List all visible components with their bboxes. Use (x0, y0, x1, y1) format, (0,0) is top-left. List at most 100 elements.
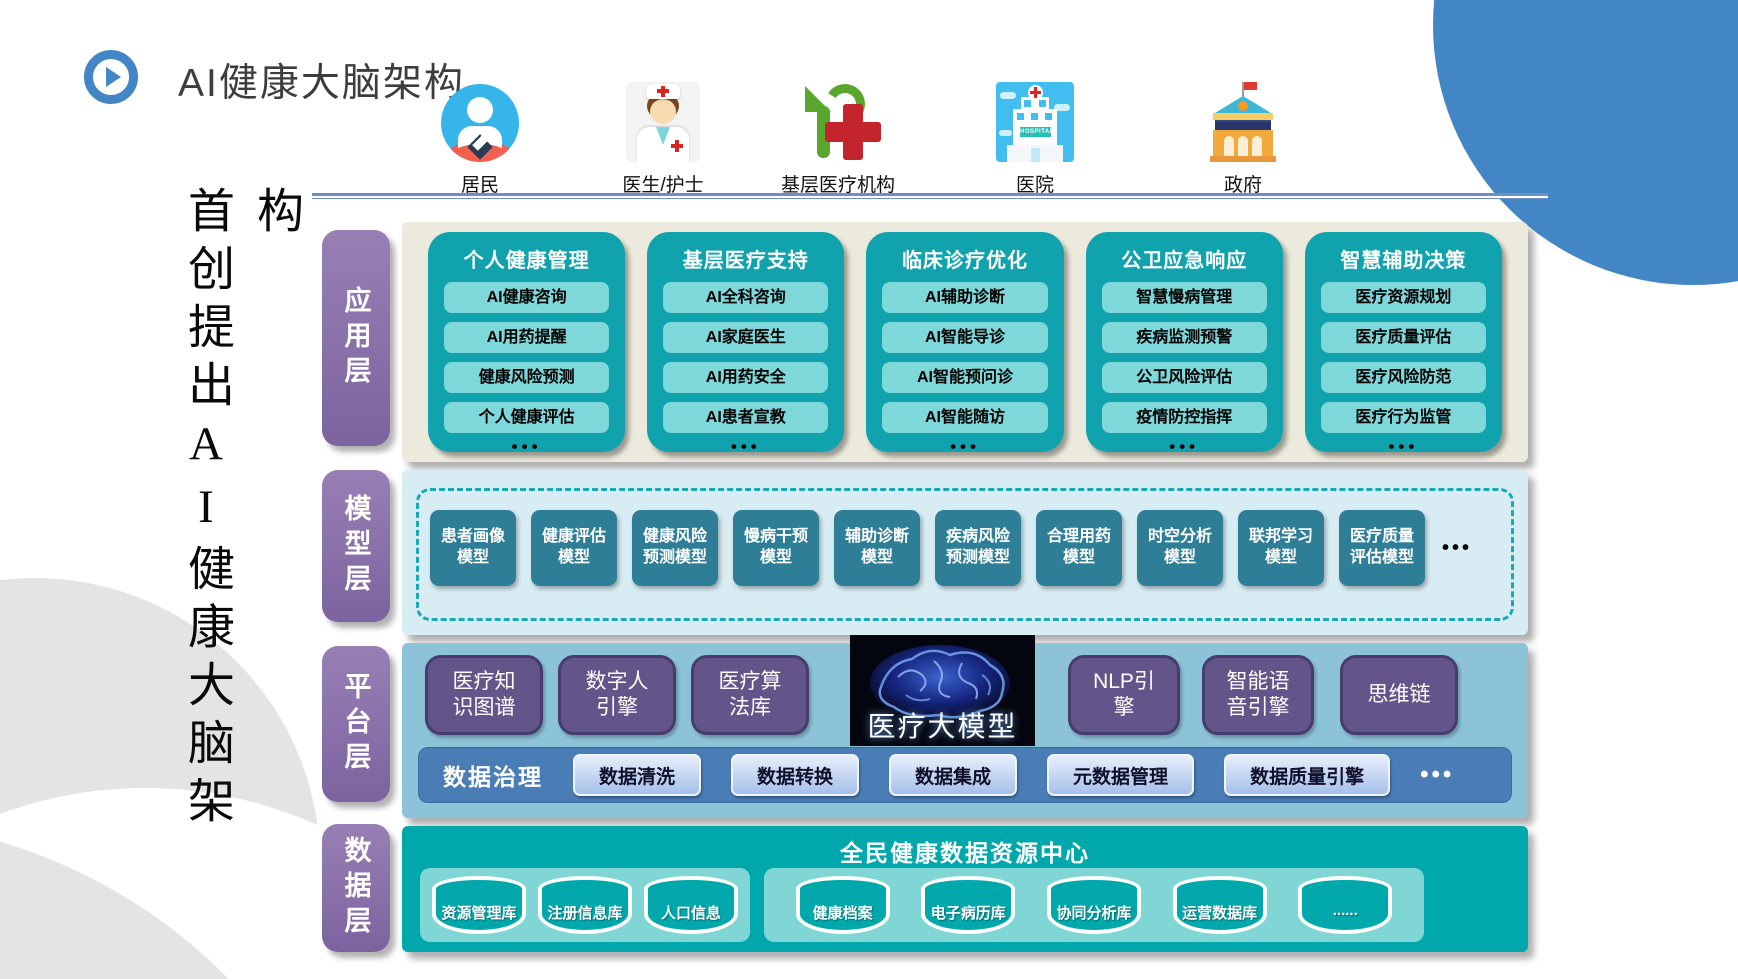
app-item: 医疗质量评估 (1320, 322, 1487, 353)
resident-avatar-icon (441, 84, 519, 162)
model-box: 联邦学习 模型 (1238, 510, 1324, 586)
data-governance-bar: 数据治理 数据清洗 数据转换 数据集成 元数据管理 数据质量引擎 ••• (418, 747, 1512, 803)
database-cylinder: ...... (1298, 876, 1393, 934)
data-center-title: 全民健康数据资源中心 (840, 840, 1090, 866)
database-cylinder: 人口信息 (644, 876, 738, 934)
database-group-2: 健康档案 电子病历库 协同分析库 运营数据库 ...... (764, 868, 1424, 942)
database-cylinder: 运营数据库 (1172, 876, 1267, 934)
database-cylinder: 注册信息库 (538, 876, 632, 934)
app-item: AI智能随访 (882, 402, 1048, 433)
hospital-sign-text: HOSPITAL (1020, 127, 1054, 137)
app-item: AI家庭医生 (663, 322, 829, 353)
model-box: 医疗质量 评估模型 (1339, 510, 1425, 586)
database-cylinder: 电子病历库 (921, 876, 1016, 934)
model-box: 健康风险 预测模型 (632, 510, 718, 586)
card-title: 智慧辅助决策 (1340, 250, 1467, 272)
ellipsis-dots: ••• (1442, 536, 1473, 559)
governance-label: 数据治理 (443, 764, 543, 790)
model-box: 慢病干预 模型 (733, 510, 819, 586)
actor-government: 政府 (1178, 82, 1308, 197)
model-dashed-border (416, 488, 1514, 621)
layer-label-model: 模型层 (322, 470, 390, 622)
layer-label-application: 应用层 (322, 230, 390, 446)
model-box: 合理用药 模型 (1036, 510, 1122, 586)
model-box: 患者画像 模型 (430, 510, 516, 586)
actor-label: 医生/护士 (622, 175, 704, 196)
app-item: AI智能导诊 (882, 322, 1048, 353)
actor-resident: 居民 (415, 82, 545, 197)
layer-label-data: 数据层 (322, 824, 390, 952)
actor-label: 医院 (1015, 175, 1054, 196)
government-building-icon (1204, 82, 1282, 162)
app-card-smart-decision: 智慧辅助决策 医疗资源规划 医疗质量评估 医疗风险防范 医疗行为监管 ••• (1304, 232, 1503, 456)
card-title: 公卫应急响应 (1121, 250, 1248, 272)
data-layer-panel: 全民健康数据资源中心 资源管理库 注册信息库 人口信息 健康档案 电子病历库 协… (402, 826, 1528, 952)
engine-digital-human: 数字人 引擎 (558, 655, 676, 735)
engine-algorithm-library: 医疗算 法库 (691, 655, 809, 735)
ellipsis-dots: ••• (730, 437, 761, 456)
app-item: 公卫风险评估 (1101, 362, 1267, 393)
governance-item: 数据清洗 (573, 754, 702, 796)
governance-item: 数据质量引擎 (1224, 754, 1391, 796)
platform-layer-panel: 医疗知 识图谱 数字人 引擎 医疗算 法库 医疗大模型 NLP引 (402, 635, 1528, 818)
app-item: AI患者宣教 (663, 402, 829, 433)
vertical-slogan: 首创提出AI健康大脑架构 (180, 186, 301, 834)
page-title: AI健康大脑架构 (178, 62, 465, 105)
ellipsis-dots: ••• (950, 437, 980, 456)
app-item: 医疗行为监管 (1320, 402, 1487, 433)
governance-item: 数据集成 (889, 754, 1018, 796)
governance-item: 数据转换 (731, 754, 860, 796)
doctor-nurse-icon (626, 82, 700, 162)
app-card-personal-health: 个人健康管理 AI健康咨询 AI用药提醒 健康风险预测 个人健康评估 ••• (428, 232, 626, 456)
app-card-primary-care: 基层医疗支持 AI全科咨询 AI家庭医生 AI用药安全 AI患者宣教 ••• (647, 232, 845, 456)
app-item: AI全科咨询 (663, 282, 829, 313)
app-item: 医疗风险防范 (1320, 362, 1487, 393)
play-icon (84, 50, 138, 104)
app-item: 医疗资源规划 (1320, 282, 1487, 313)
ellipsis-dots: ••• (511, 437, 542, 456)
model-box: 健康评估 模型 (531, 510, 617, 586)
ellipsis-dots: ••• (1388, 437, 1419, 456)
app-item: AI用药提醒 (444, 322, 610, 353)
actor-hospital: HOSPITAL 医院 (970, 82, 1100, 197)
model-box: 辅助诊断 模型 (834, 510, 920, 586)
card-title: 个人健康管理 (463, 250, 590, 272)
actor-label: 基层医疗机构 (780, 175, 895, 196)
engine-speech: 智能语 音引擎 (1202, 655, 1314, 735)
model-box: 时空分析 模型 (1137, 510, 1223, 586)
actor-label: 居民 (460, 175, 499, 196)
actor-clinic: 基层医疗机构 (773, 80, 903, 197)
app-item: AI智能预问诊 (882, 362, 1048, 393)
app-item: AI用药安全 (663, 362, 829, 393)
clinic-cross-icon (801, 80, 881, 162)
app-card-clinical: 临床诊疗优化 AI辅助诊断 AI智能导诊 AI智能预问诊 AI智能随访 ••• (866, 232, 1064, 456)
app-item: 健康风险预测 (444, 362, 610, 393)
card-title: 临床诊疗优化 (902, 250, 1028, 272)
engine-knowledge-graph: 医疗知 识图谱 (425, 655, 543, 735)
hospital-building-icon: HOSPITAL (996, 82, 1074, 162)
app-item: 疾病监测预警 (1101, 322, 1267, 353)
engine-nlp: NLP引 擎 (1068, 655, 1180, 735)
app-card-public-health: 公卫应急响应 智慧慢病管理 疾病监测预警 公卫风险评估 疫情防控指挥 ••• (1085, 232, 1283, 456)
app-item: 个人健康评估 (444, 402, 610, 433)
app-item: 智慧慢病管理 (1101, 282, 1267, 313)
database-group-1: 资源管理库 注册信息库 人口信息 (420, 868, 750, 942)
governance-item: 元数据管理 (1047, 754, 1195, 796)
engine-chain-of-thought: 思维链 (1340, 655, 1458, 735)
medical-large-model-brain-image: 医疗大模型 (850, 635, 1035, 746)
app-item: 疫情防控指挥 (1101, 402, 1267, 433)
app-item: AI健康咨询 (444, 282, 610, 313)
layer-label-platform: 平台层 (322, 646, 390, 802)
header-divider-line (312, 193, 1548, 199)
card-title: 基层医疗支持 (682, 250, 809, 272)
app-item: AI辅助诊断 (882, 282, 1048, 313)
application-layer-panel: 个人健康管理 AI健康咨询 AI用药提醒 健康风险预测 个人健康评估 ••• 基… (402, 222, 1528, 462)
play-triangle-icon (106, 67, 121, 87)
model-layer-panel: 患者画像 模型 健康评估 模型 健康风险 预测模型 慢病干预 模型 辅助诊断 模… (402, 470, 1528, 635)
model-box: 疾病风险 预测模型 (935, 510, 1021, 586)
actor-label: 政府 (1223, 175, 1262, 196)
ellipsis-dots: ••• (1169, 437, 1200, 456)
actor-doctor: 医生/护士 (598, 82, 728, 197)
database-cylinder: 资源管理库 (432, 876, 526, 934)
